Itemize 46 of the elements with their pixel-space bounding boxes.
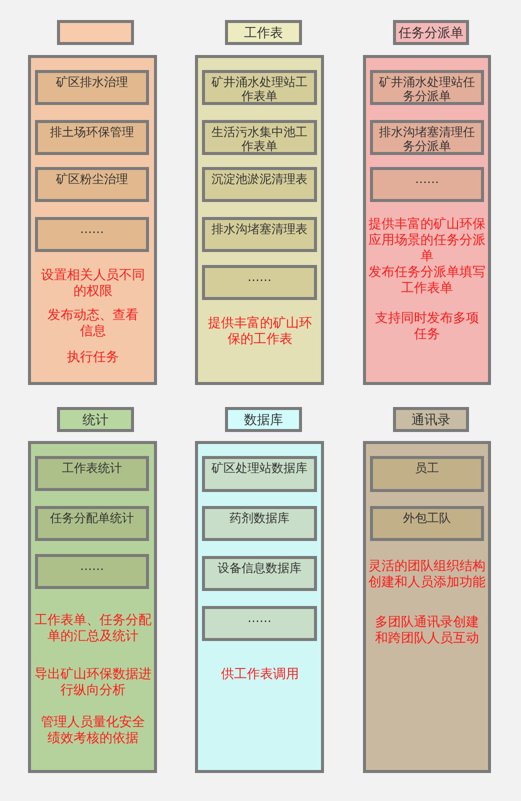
note-text: 发布动态、查看信息 (46, 308, 140, 340)
header-box: 统计 (57, 407, 134, 432)
note-text: 执行任务 (66, 350, 120, 366)
header-box: 任务分派单 (393, 20, 469, 45)
item-box: 设备信息数据库 (202, 556, 317, 591)
item-box: 矿井涌水处理站任务分派单 (370, 70, 484, 105)
item-box: 外包工队 (370, 506, 484, 541)
note-text: 多团队通讯录创建和跨团队人员互动 (374, 615, 480, 647)
item-box: …… (202, 606, 317, 641)
item-box: 任务分配单统计 (35, 506, 149, 541)
item-box: 排土场环保管理 (35, 120, 149, 155)
header-box: 工作表 (225, 20, 302, 45)
item-box: 排水沟堵塞清理任务分派单 (370, 120, 484, 155)
item-box: …… (35, 554, 149, 589)
panel (195, 55, 324, 385)
item-box: 药剂数据库 (202, 506, 317, 541)
panel (363, 441, 491, 773)
note-text: 支持同时发布多项任务 (375, 311, 479, 343)
note-text: 供工作表调用 (220, 667, 300, 683)
panel (28, 55, 157, 385)
item-box: 生活污水集中池工作表单 (202, 120, 317, 155)
panel (363, 55, 491, 385)
header-box: 通讯录 (393, 407, 469, 432)
item-box: 排水沟堵塞清理表 (202, 217, 317, 252)
note-text: 灵活的团队组织结构创建和人员添加功能 (368, 559, 486, 591)
note-text: 导出矿山环保数据进行纵向分析 (34, 667, 152, 699)
note-text: 设置相关人员不同的权限 (40, 268, 146, 300)
panel (195, 441, 324, 773)
item-box: 员工 (370, 456, 484, 492)
item-box: 矿区粉尘治理 (35, 167, 149, 202)
item-box: …… (370, 167, 484, 202)
note-text: 提供丰富的矿山环保应用场景的任务分派单 (368, 217, 486, 265)
item-box: 矿区排水治理 (35, 70, 149, 105)
header-box: 数据库 (225, 407, 302, 432)
note-text: 工作表单、任务分配单的汇总及统计 (34, 613, 152, 645)
note-text: 发布任务分派单填写工作表单 (368, 265, 486, 297)
item-box: …… (35, 217, 149, 252)
header-box (57, 20, 134, 45)
note-text: 管理人员量化安全绩效考核的依据 (40, 715, 146, 747)
item-box: 工作表统计 (35, 456, 149, 491)
item-box: 矿区处理站数据库 (202, 456, 317, 492)
item-box: …… (202, 265, 317, 300)
item-box: 矿井涌水处理站工作表单 (202, 70, 317, 105)
item-box: 沉淀池淤泥清理表 (202, 167, 317, 202)
note-text: 提供丰富的矿山环保的工作表 (208, 316, 312, 348)
panel (28, 441, 157, 773)
